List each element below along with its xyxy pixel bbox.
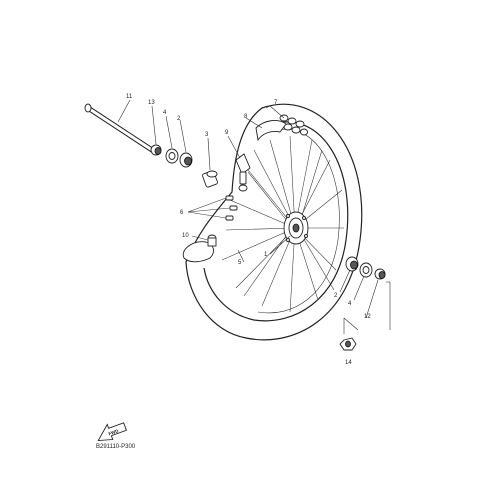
callout-13: 13 — [148, 100, 155, 106]
callout-6: 6 — [180, 210, 184, 216]
fwd-label: FWD — [108, 428, 120, 436]
tire-tread-knobs — [279, 114, 308, 136]
bearing-left — [179, 152, 193, 168]
callout-7: 7 — [274, 100, 278, 106]
callout-2-right: 2 — [334, 293, 338, 299]
tire — [182, 103, 363, 341]
callout-4-left: 4 — [163, 110, 167, 116]
callout-1: 1 — [264, 252, 268, 258]
collar — [150, 144, 162, 156]
callout-14: 14 — [345, 360, 352, 366]
bearing-right — [345, 256, 359, 272]
callout-11: 11 — [126, 94, 133, 100]
callout-9: 9 — [225, 130, 229, 136]
wheel-hub — [283, 211, 309, 245]
leader-lines — [117, 99, 391, 334]
oil-seal-left — [165, 148, 179, 164]
reference-code: B291110-P300 — [96, 444, 136, 450]
callout-10: 10 — [182, 233, 189, 239]
collar-right — [374, 268, 386, 280]
callout-4-right: 4 — [348, 301, 352, 307]
callout-12: 12 — [364, 314, 371, 320]
callout-2-left: 2 — [177, 116, 181, 122]
rim-band — [255, 120, 287, 142]
axle-nut — [339, 337, 357, 351]
rim-lock — [235, 153, 251, 192]
spacer — [202, 170, 218, 188]
callout-3: 3 — [205, 132, 209, 138]
callout-labels: 11 13 4 2 3 9 8 7 6 10 5 1 2 4 12 14 — [126, 94, 371, 366]
axle — [84, 103, 155, 153]
callout-5: 5 — [238, 260, 242, 266]
spoke-nipples — [225, 195, 238, 221]
forward-direction-arrow: FWD — [97, 422, 127, 442]
callout-8: 8 — [244, 114, 248, 120]
tube-valve — [207, 234, 217, 247]
oil-seal-right — [359, 262, 373, 278]
